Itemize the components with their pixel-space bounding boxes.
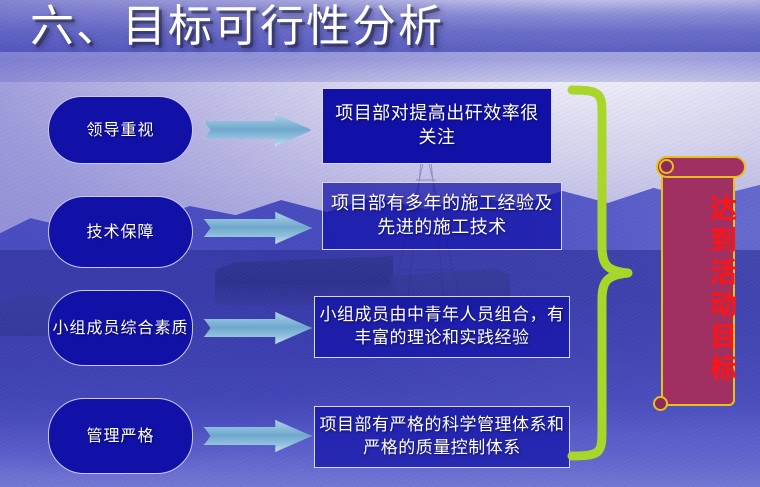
effect-box-4[interactable]: 项目部有严格的科学管理体系和严格的质量控制体系 (314, 406, 570, 468)
conclusion-text: 达到活动目标 (705, 194, 736, 386)
scroll-curl-icon-bottom (653, 396, 668, 411)
scroll-curl-icon-top (659, 159, 674, 174)
scroll-top-roll (656, 156, 746, 178)
cause-box-4[interactable]: 管理严格 (48, 398, 193, 474)
effect-box-2[interactable]: 项目部有多年的施工经验及先进的施工技术 (322, 182, 562, 250)
grouping-brace (560, 84, 670, 462)
background-water-band (0, 0, 760, 52)
cause-box-1[interactable]: 领导重视 (48, 96, 193, 164)
cause-box-2[interactable]: 技术保障 (48, 196, 193, 268)
page-title: 六、目标可行性分析 (30, 1, 444, 52)
conclusion-scroll[interactable]: 达到活动目标 (650, 148, 758, 426)
scroll-body (661, 168, 735, 406)
effect-box-3[interactable]: 小组成员由中青年人员组合，有丰富的理论和实践经验 (314, 296, 570, 358)
cause-box-3[interactable]: 小组成员综合素质 (48, 290, 193, 366)
effect-box-1[interactable]: 项目部对提高出矸效率很关注 (322, 88, 552, 164)
curly-brace-icon (567, 85, 633, 461)
